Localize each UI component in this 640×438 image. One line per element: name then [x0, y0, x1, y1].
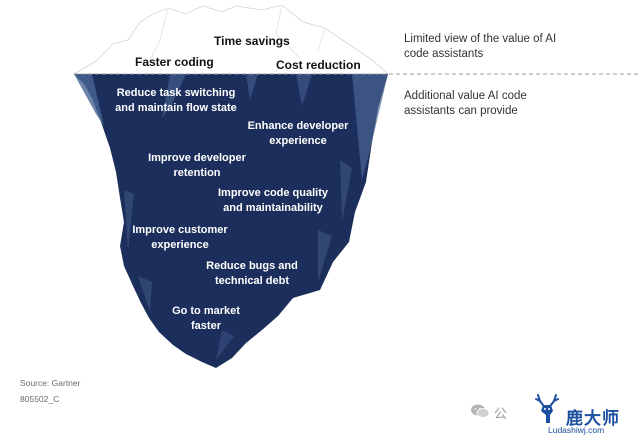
cost-reduction-label: Cost reduction [276, 58, 361, 72]
reduce-task-switching-line-1: Reduce task switching [116, 87, 236, 99]
reduce-task-switching-label: Reduce task switching and maintain flow … [104, 86, 248, 116]
wechat-label: 公 [494, 406, 508, 421]
ice-streak [138, 276, 152, 312]
go-to-market-line-1: Go to market [172, 305, 240, 317]
ice-streak [246, 74, 258, 100]
time-savings-label: Time savings [214, 34, 290, 48]
ice-streak [216, 330, 234, 360]
iceberg-tip-facet [317, 27, 326, 51]
ice-streak [296, 74, 312, 106]
reduce-bugs-line-1: Reduce bugs and [206, 260, 298, 272]
limited-view-note: Limited view of the value of AI code ass… [404, 33, 557, 60]
reduce-task-switching-line-2: and maintain flow state [115, 102, 237, 114]
wechat-icon [470, 403, 490, 424]
iceberg-tip-facet [149, 7, 169, 61]
watermark-site-name: 鹿大师 [566, 409, 620, 428]
improve-code-quality-line-1: Improve code quality [217, 187, 329, 199]
iceberg-submerged-body [74, 74, 388, 368]
improve-developer-retention-line-1: Improve developer [148, 152, 246, 164]
go-to-market-line-2: faster [191, 320, 221, 332]
enhance-developer-experience-line-1: Enhance developer [247, 120, 349, 132]
reduce-bugs-line-2: technical debt [215, 275, 289, 287]
figure-code: 805502_C [20, 394, 60, 404]
reduce-bugs-label: Reduce bugs and technical debt [200, 259, 304, 289]
improve-code-quality-label: Improve code quality and maintainability [211, 186, 335, 216]
enhance-developer-experience-label: Enhance developer experience [240, 119, 356, 149]
enhance-developer-experience-line-2: experience [269, 135, 327, 147]
ice-streak [318, 230, 332, 282]
faster-coding-label: Faster coding [135, 55, 214, 69]
improve-code-quality-line-2: and maintainability [223, 202, 323, 214]
ice-streak [352, 74, 388, 180]
improve-customer-experience-line-2: experience [151, 239, 209, 251]
deer-icon [532, 393, 562, 432]
watermark-url: Ludashiwj.com [548, 425, 605, 435]
improve-customer-experience-line-1: Improve customer [132, 224, 228, 236]
improve-customer-experience-label: Improve customer experience [124, 223, 236, 253]
ice-streak [124, 190, 134, 250]
ice-streak [162, 74, 186, 118]
iceberg-tip [72, 4, 390, 75]
source-note: Source: Gartner [20, 378, 81, 388]
ice-streak [340, 160, 352, 222]
additional-value-note: Additional value AI code assistants can … [404, 90, 527, 117]
improve-developer-retention-label: Improve developer retention [140, 151, 254, 181]
go-to-market-label: Go to market faster [162, 304, 250, 334]
iceberg-tip-facet [275, 4, 301, 59]
improve-developer-retention-line-2: retention [173, 167, 221, 179]
ice-streak [74, 74, 104, 126]
